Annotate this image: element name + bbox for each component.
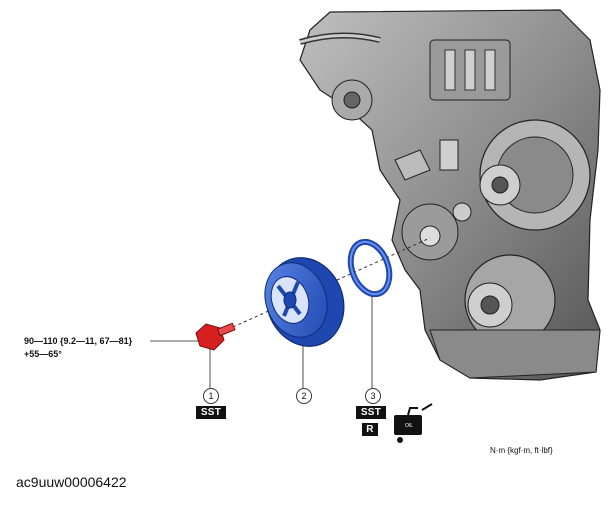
torque-spec-line2: +55—65° [24, 349, 62, 359]
sst-tag-1: SST [196, 406, 226, 419]
torque-spec-line1: 90—110 {9.2—11, 67—81} [24, 336, 133, 346]
oil-can-icon: OIL [394, 403, 433, 443]
callout-2: 2 [296, 388, 312, 404]
front-oil-seal [347, 238, 393, 298]
callout-1: 1 [203, 388, 219, 404]
figure-id: ac9uuw00006422 [16, 474, 127, 490]
units-note: N·m {kgf·m, ft·lbf} [490, 446, 553, 455]
engine-block [299, 9, 601, 381]
callout-3: 3 [365, 388, 381, 404]
replace-tag: R [362, 423, 378, 436]
oil-can-label: OIL [405, 423, 413, 429]
crankshaft-pulley [264, 257, 345, 347]
pulley-lock-bolt [195, 322, 236, 351]
sst-tag-3: SST [356, 406, 386, 419]
